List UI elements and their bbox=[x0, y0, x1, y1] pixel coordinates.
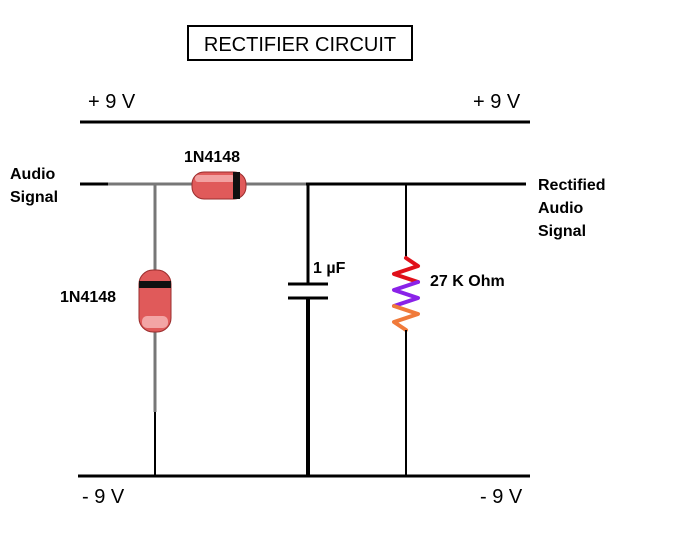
shunt-diode-band bbox=[139, 281, 171, 288]
rail-label-top-left: + 9 V bbox=[88, 91, 136, 113]
series-diode-band bbox=[233, 172, 240, 199]
output-label-line3: Signal bbox=[538, 223, 586, 240]
series-diode bbox=[191, 171, 247, 200]
rail-label-bottom-left: - 9 V bbox=[82, 486, 125, 508]
rail-label-bottom-right: - 9 V bbox=[480, 486, 523, 508]
capacitor-label: 1 µF bbox=[313, 260, 346, 277]
resistor-segment-purple bbox=[392, 280, 420, 308]
resistor bbox=[392, 256, 420, 332]
input-label-line1: Audio bbox=[10, 166, 56, 183]
title-box bbox=[187, 25, 413, 61]
shunt-diode bbox=[138, 269, 172, 333]
series-diode-label: 1N4148 bbox=[184, 149, 240, 166]
output-label-line1: Rectified bbox=[538, 177, 606, 194]
input-label-line2: Signal bbox=[10, 189, 58, 206]
resistor-label: 27 K Ohm bbox=[430, 273, 505, 290]
output-label-line2: Audio bbox=[538, 200, 584, 217]
resistor-segment-orange bbox=[392, 304, 420, 332]
resistor-segment-red bbox=[392, 256, 420, 284]
diagram-title: RECTIFIER CIRCUIT bbox=[204, 34, 396, 56]
rail-label-top-right: + 9 V bbox=[473, 91, 521, 113]
shunt-diode-label: 1N4148 bbox=[60, 289, 116, 306]
